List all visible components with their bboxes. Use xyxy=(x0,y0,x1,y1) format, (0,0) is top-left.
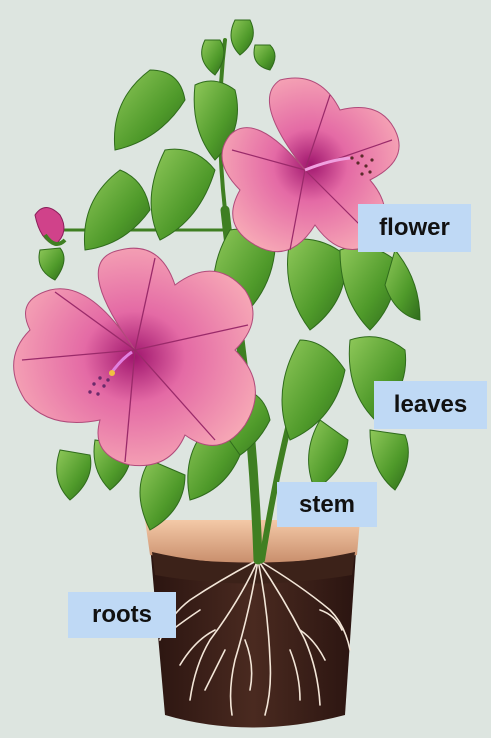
leaves xyxy=(39,20,420,530)
label-roots: roots xyxy=(68,592,176,638)
label-stem: stem xyxy=(277,482,377,527)
label-flower: flower xyxy=(358,204,471,252)
flower-bud xyxy=(35,208,65,246)
flower-lower xyxy=(14,248,256,465)
label-leaves: leaves xyxy=(374,381,487,429)
pot xyxy=(145,520,360,728)
